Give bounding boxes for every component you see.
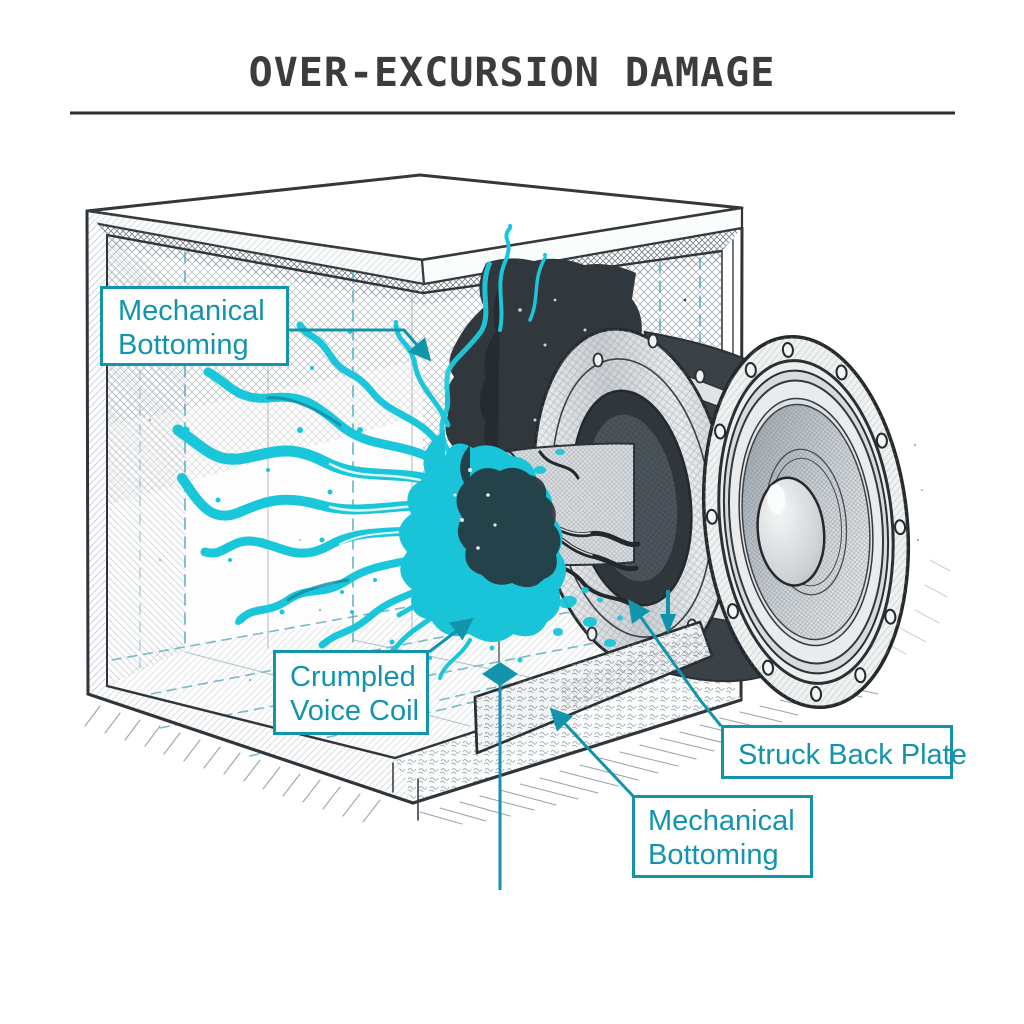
splash-splatter — [489, 449, 623, 663]
cone-bolt-holes — [705, 341, 907, 702]
callout-line: Bottoming — [118, 329, 249, 361]
woofer-cone — [701, 334, 911, 710]
leader-struck-back-plate — [628, 599, 723, 727]
callout-mechanical-bottoming-bottom: Mechanical Bottoming — [632, 795, 813, 878]
callout-crumpled-voice-coil: Crumpled Voice Coil — [273, 650, 429, 735]
callout-line: Mechanical — [118, 295, 265, 327]
motion-arrow-icon — [660, 590, 676, 634]
callout-struck-back-plate: Struck Back Plate — [721, 725, 967, 779]
callout-line: Bottoming — [648, 839, 779, 871]
callout-leaders — [289, 328, 723, 890]
impact-splash — [172, 224, 623, 680]
splash-droplets — [177, 224, 547, 660]
callout-line: Crumpled — [290, 661, 416, 693]
floor-panel — [473, 620, 714, 755]
callout-line: Mechanical — [648, 805, 795, 837]
callout-line: Voice Coil — [290, 695, 419, 727]
leader-crumpled-voice-coil — [428, 617, 474, 654]
leader-mechanical-bottoming-bottom — [549, 707, 635, 798]
leader-mechanical-bottoming-top — [289, 328, 432, 362]
callout-line: Struck Back Plate — [738, 739, 967, 771]
page-title: OVER-EXCURSION DAMAGE — [248, 50, 776, 96]
callout-mechanical-bottoming-top: Mechanical Bottoming — [100, 286, 289, 366]
